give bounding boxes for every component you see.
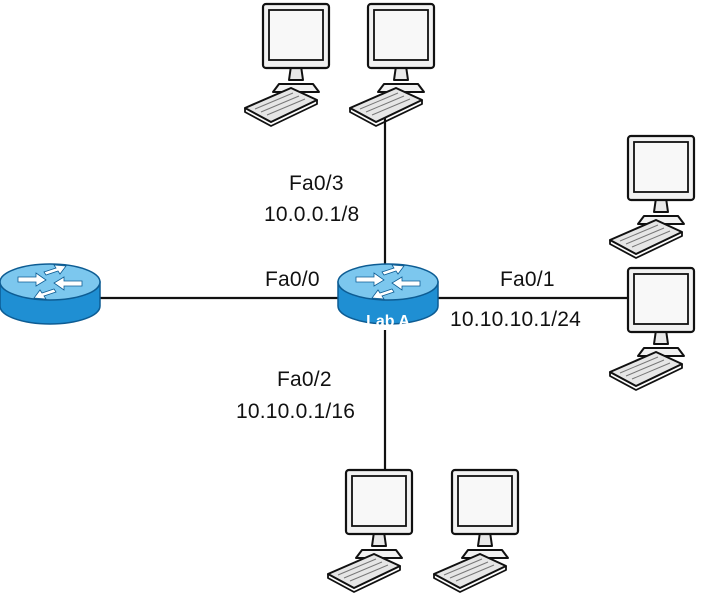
desktop-computer-icon bbox=[348, 2, 436, 128]
desktop-computer-icon bbox=[432, 468, 520, 594]
fa0-2-interface-label: Fa0/2 bbox=[277, 368, 332, 391]
desktop-computer-icon bbox=[326, 468, 414, 594]
fa0-1-ip-label: 10.10.10.1/24 bbox=[450, 308, 582, 331]
desktop-computer-icon bbox=[243, 2, 331, 128]
lab-a-router-label: Lab A bbox=[366, 313, 410, 330]
fa0-0-interface-label: Fa0/0 bbox=[265, 268, 320, 291]
fa0-3-interface-label: Fa0/3 bbox=[289, 172, 344, 195]
desktop-computer-icon bbox=[608, 266, 696, 392]
fa0-1-interface-label: Fa0/1 bbox=[500, 268, 555, 291]
fa0-2-ip-label: 10.10.0.1/16 bbox=[236, 400, 356, 423]
desktop-computer-icon bbox=[608, 134, 696, 260]
fa0-3-ip-label: 10.0.0.1/8 bbox=[264, 203, 360, 226]
lab-a-router-icon: Lab A bbox=[337, 263, 439, 330]
remote-router-icon bbox=[0, 263, 101, 325]
